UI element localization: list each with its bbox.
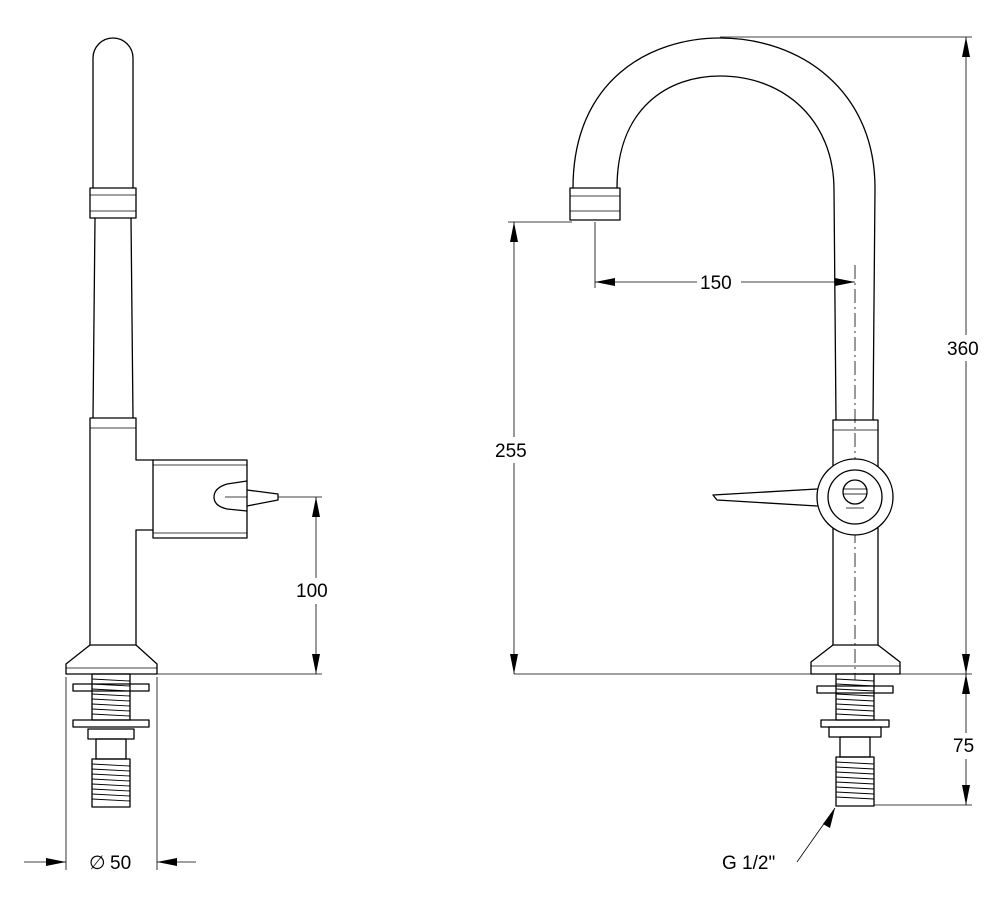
tube-collar bbox=[89, 187, 137, 219]
front-shank-thread bbox=[835, 673, 875, 807]
upper-tube bbox=[92, 37, 134, 189]
side-view bbox=[65, 37, 279, 808]
spout-height-label: 255 bbox=[495, 441, 527, 462]
spout-height-dimension: 255 bbox=[494, 221, 572, 674]
body bbox=[89, 417, 154, 646]
overall-height-dimension: 360 bbox=[720, 36, 986, 674]
spout-reach-dimension: 150 bbox=[594, 222, 855, 294]
front-column bbox=[832, 419, 879, 646]
side-lever bbox=[213, 480, 279, 512]
lever-height-dimension: 100 bbox=[157, 496, 336, 675]
front-view bbox=[569, 37, 901, 807]
diameter-symbol: ∅ bbox=[89, 853, 106, 874]
handle-hub bbox=[816, 458, 894, 536]
side-shank-thread bbox=[91, 673, 131, 808]
valve-block bbox=[152, 459, 248, 539]
lever-height-label: 100 bbox=[296, 581, 328, 602]
diameter-label: 50 bbox=[110, 853, 131, 874]
spout-nozzle bbox=[569, 187, 621, 221]
shank-length-dimension: 75 bbox=[874, 674, 982, 806]
lower-tube bbox=[92, 217, 134, 419]
front-lever bbox=[712, 488, 818, 507]
gooseneck-spout bbox=[572, 37, 876, 421]
thread-callout: G 1/2" bbox=[722, 807, 836, 874]
diameter-dimension: ∅ 50 bbox=[24, 677, 196, 874]
spout-reach-label: 150 bbox=[700, 273, 732, 294]
thread-label: G 1/2" bbox=[722, 853, 775, 874]
front-base-flange bbox=[810, 644, 901, 675]
shank-length-label: 75 bbox=[953, 736, 974, 757]
overall-height-label: 360 bbox=[947, 339, 979, 360]
side-base-flange bbox=[65, 644, 158, 675]
